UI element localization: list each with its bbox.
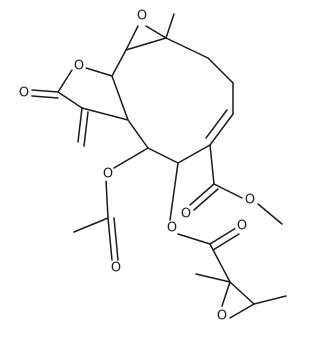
bond-epox2-c1-c2 <box>229 281 255 305</box>
bond-ring-c5-c6-double <box>205 109 228 139</box>
bond-ester-o-methyl <box>257 203 283 225</box>
bond-acetyl-carbonylc-methyl <box>73 217 109 233</box>
atom-bg-o-butanoate-carbonyl <box>235 219 249 233</box>
bond-ring-c6-c7 <box>177 144 211 164</box>
atom-bg-o-epoxide-top <box>135 9 149 23</box>
oxygen-label-lactone-carbonyl: O <box>19 86 29 101</box>
bond-ring-c3-c4 <box>207 57 234 84</box>
bond-acetyl-carbonyl-double-2 <box>113 217 119 261</box>
molecule-drawing: O O O O O O O O O O <box>17 9 287 324</box>
bond-epox2-c1-methyl <box>195 273 231 283</box>
bond-lactone-carbonyl-double-2 <box>31 95 59 99</box>
atom-bg-o-ester-link <box>165 221 179 235</box>
oxygen-label-lactone-ring: O <box>74 59 84 74</box>
bond-lactone-o-carbonylc <box>57 69 73 93</box>
bond-epoxide-o-c2 <box>145 25 167 39</box>
bond-ring-c2-c3 <box>165 37 209 59</box>
bond-c8-oacetyl <box>113 147 149 169</box>
atom-bg-o-lactone-carbonyl <box>17 86 31 100</box>
bond-ester-carbon-o <box>213 183 243 199</box>
oxygen-label-ester-carbonyl: O <box>181 207 191 222</box>
bond-ring-c7-c8 <box>147 147 179 164</box>
atom-labels: O O O O O O O O O O <box>17 9 257 324</box>
oxygen-label-epoxide-top: O <box>137 9 147 24</box>
bond-lactone-carbonyl-double-1 <box>31 89 59 93</box>
oxygen-label-epoxide-bottom: O <box>217 309 227 324</box>
atom-bg-o-acetyl-carbonyl <box>109 261 123 275</box>
bond-ester2-carbonyl-double-2 <box>212 233 240 251</box>
bond-ester2-carbonyl-double-1 <box>209 227 237 245</box>
oxygen-label-methyl-ester: O <box>245 193 255 208</box>
bond-oacetyl-carbonylc <box>105 179 109 219</box>
bond-epox2-c2-o <box>229 303 255 319</box>
oxygen-label-acetoxy: O <box>103 167 113 182</box>
bond-lines <box>31 13 287 319</box>
atom-bg-o-epoxide-bottom <box>215 309 229 323</box>
bond-methyl-top <box>165 13 175 39</box>
oxygen-label-acetyl-carbonyl: O <box>111 261 121 276</box>
bond-c7-oester <box>169 162 179 221</box>
bond-ring-c8-c9 <box>127 119 149 149</box>
bond-lactone-c10-o <box>85 67 113 77</box>
bond-c6-estercarbon <box>209 144 215 185</box>
atom-bg-o-ester-carbonyl <box>179 207 193 221</box>
bond-ring-c1-c10 <box>111 49 127 77</box>
bond-epoxide-c1-c2 <box>125 37 167 51</box>
atom-bg-o-lactone-ring <box>72 59 86 73</box>
bond-ester-carbonyl-double-1 <box>189 183 215 206</box>
bond-ring-c5-c6 <box>209 113 234 146</box>
bond-ester2-carbonylc-epoxc1 <box>209 243 231 283</box>
oxygen-label-ester-link: O <box>167 221 177 236</box>
bond-methylene-1 <box>77 107 83 143</box>
bond-epox2-c2-methyl <box>253 295 287 305</box>
structure-canvas: O O O O O O O O O O <box>17 8 287 324</box>
bond-methylene-2 <box>83 111 89 147</box>
bond-oester-carbonylc <box>177 233 211 245</box>
bond-epoxide-o-c1 <box>125 25 139 51</box>
atom-bg-o-acetoxy <box>101 167 115 181</box>
oxygen-label-butanoate-carbonyl: O <box>237 219 247 234</box>
bond-ester-carbonyl-double-2 <box>193 188 219 211</box>
bond-acetyl-carbonyl-double-1 <box>107 217 113 261</box>
bond-epox2-c1-o <box>221 281 231 307</box>
atom-bg-o-methyl-ester <box>243 193 257 207</box>
bond-lactone-calpha-c9 <box>81 107 129 121</box>
bond-lactone-carbonylc-calpha <box>57 91 83 109</box>
bond-lactone-c9-c10 <box>111 75 129 121</box>
